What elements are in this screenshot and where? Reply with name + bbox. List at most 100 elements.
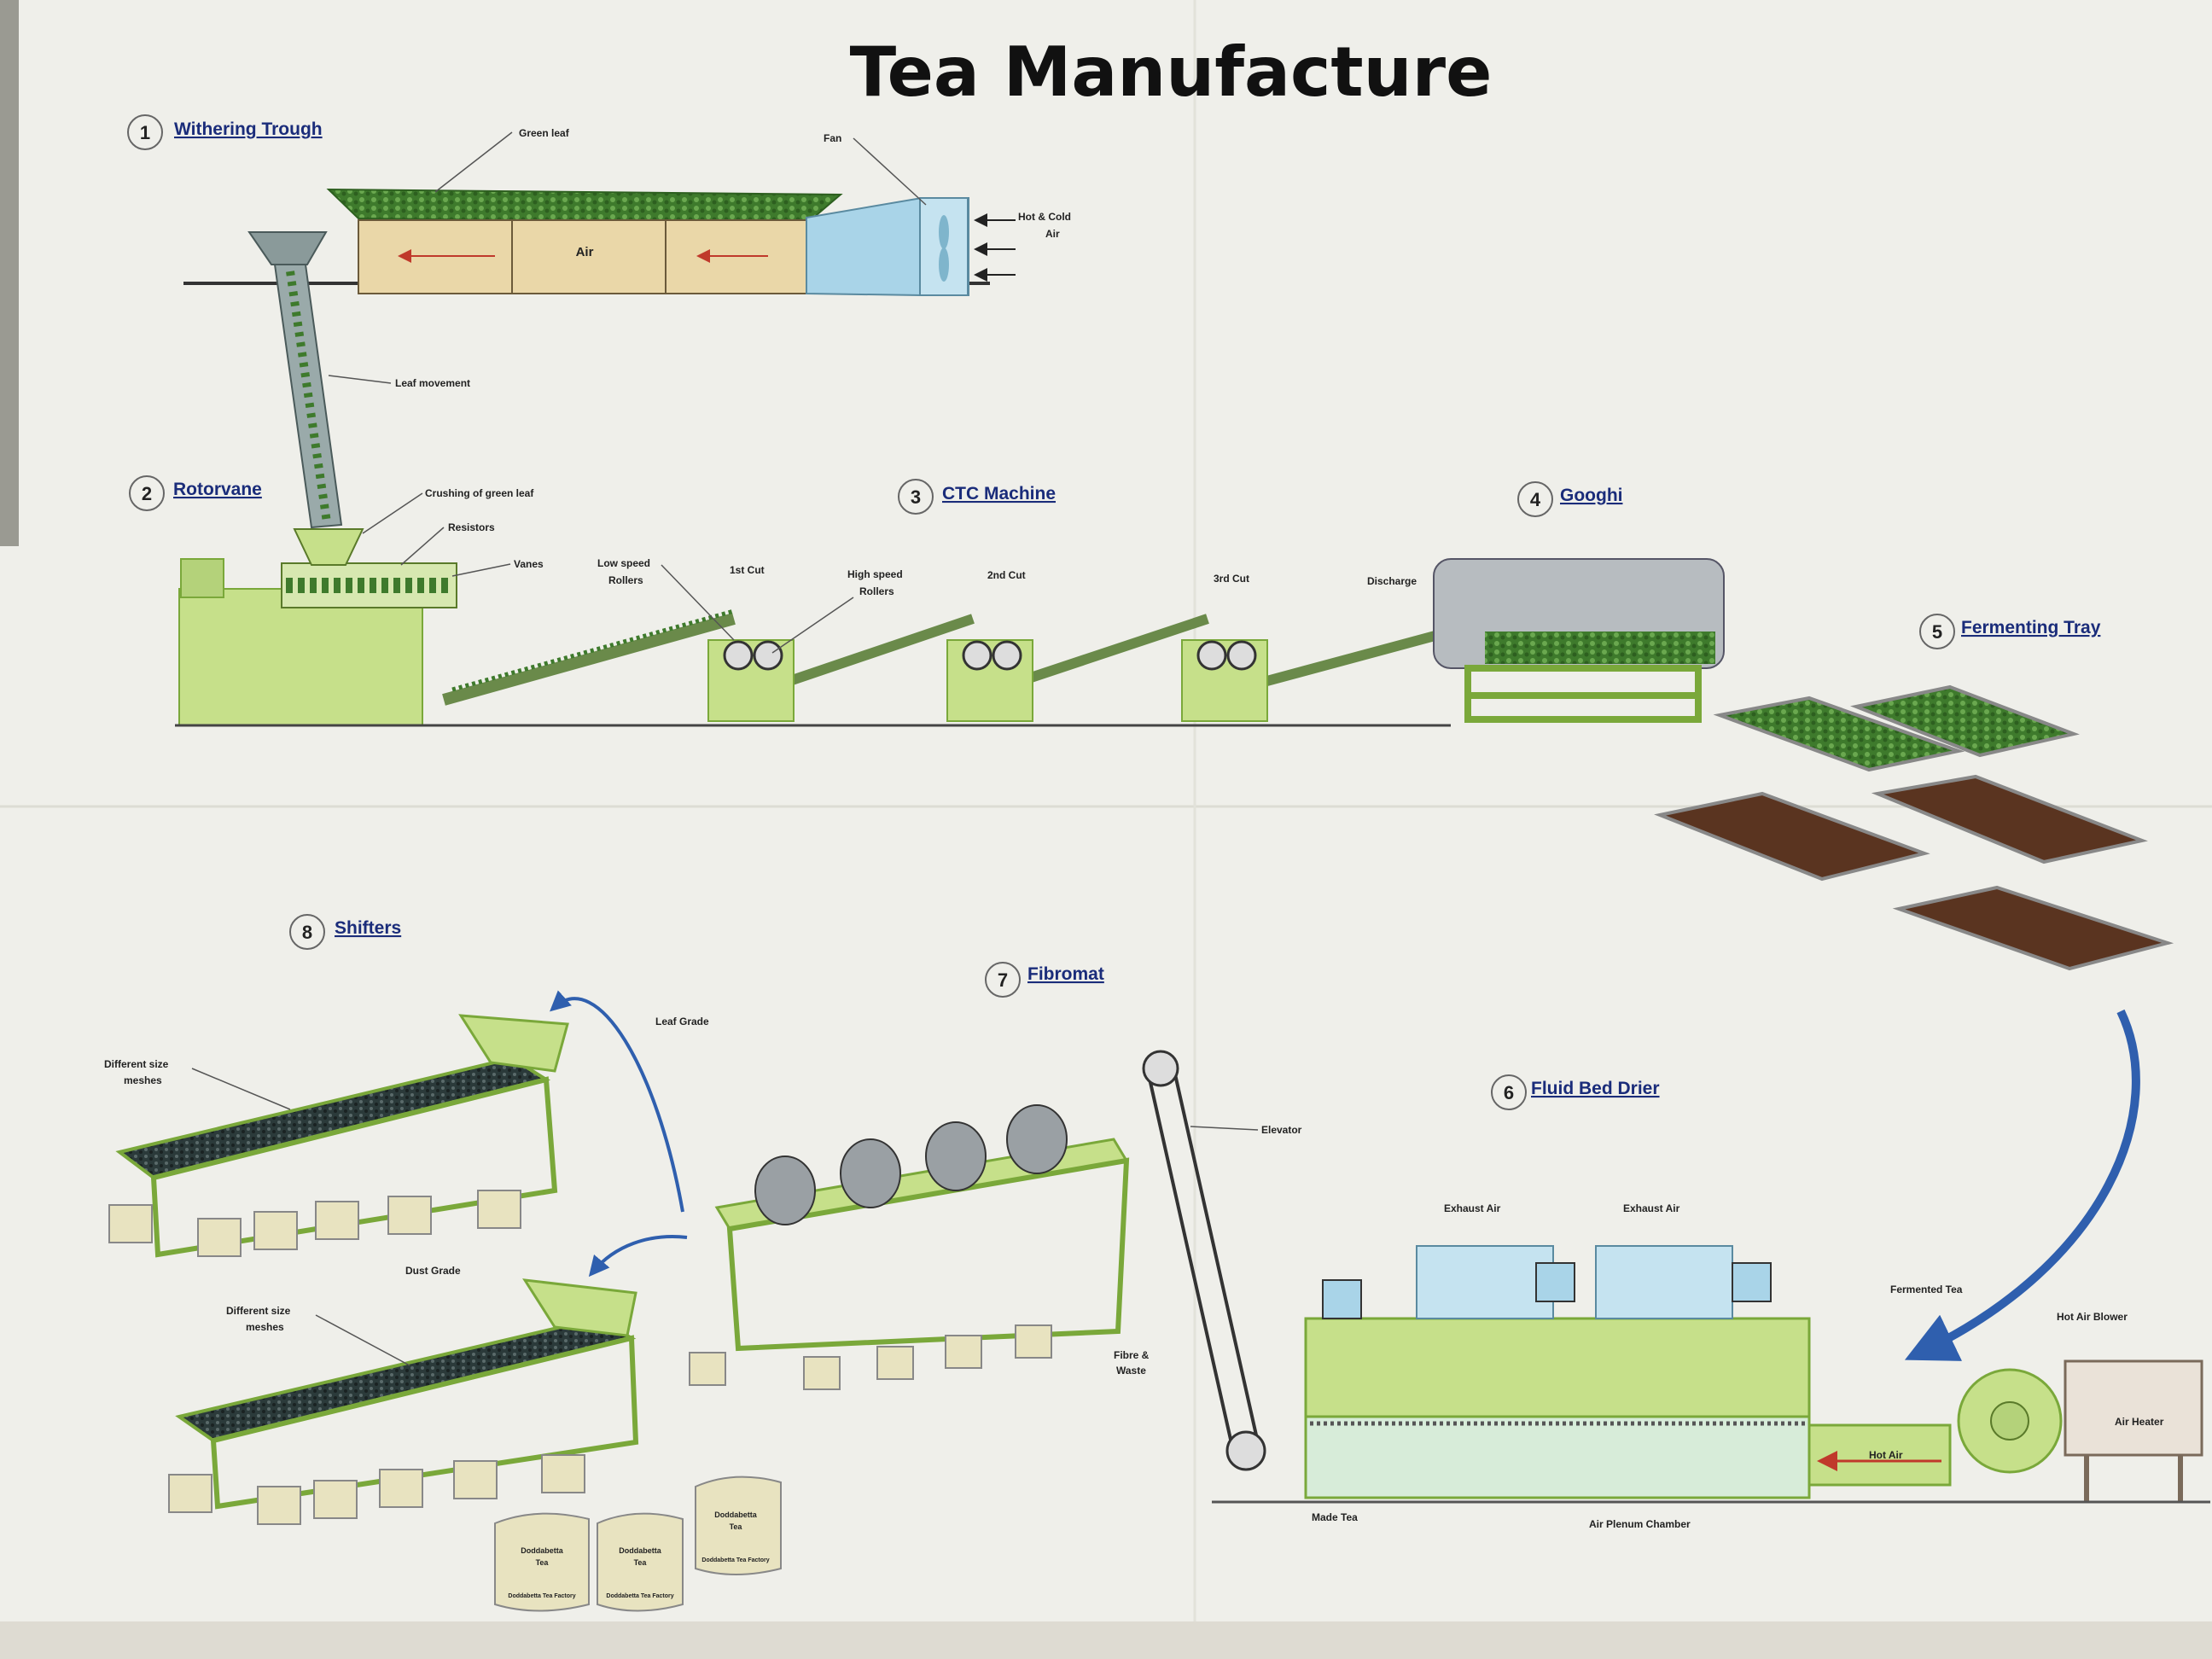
exhaust-fan [1322,1279,1362,1319]
collection-box [313,1480,358,1519]
tea-sack: Doddabetta Tea Doddabetta Tea Factory [494,1512,590,1612]
leader-line [451,563,511,577]
fermented-tea-label: Fermented Tea [1890,1284,1963,1295]
shifter-hopper-upper [458,1014,569,1073]
leader-line [191,1068,291,1110]
rotorvane-inlet [293,528,364,566]
tea-sacks: Doddabetta Tea Doddabetta Tea Factory Do… [494,1476,782,1612]
hot-air-label: Hot Air [1869,1449,1903,1461]
collection-box [803,1356,841,1390]
collection-box [541,1454,585,1493]
rotorvane-base [178,588,423,726]
section-number: 7 [998,969,1008,991]
tea-sack: Doddabetta Tea Doddabetta Tea Factory [597,1512,684,1612]
collection-box [876,1346,914,1380]
leader-line [400,527,445,566]
leader-line [362,492,423,534]
section-title: Fermenting Tray [1961,618,2101,637]
elevator-pulley [1142,1050,1179,1087]
second-cut-label: 2nd Cut [987,569,1026,581]
exhaust-unit-1 [1416,1245,1554,1319]
collection-box [453,1460,498,1499]
section-number-badge [1491,1074,1527,1110]
section-6-fluid-bed-drier: 6 Fluid Bed Drier Exhaust Air Exhaust Ai… [1212,1074,2210,1530]
collection-box [197,1218,242,1257]
section-title: Googhi [1560,486,1622,505]
fibromat-legs [726,1157,1130,1352]
section-3-ctc-machine: 3 CTC Machine Low speed Rollers 1st Cut … [442,479,1452,722]
googhi-leaf-layer [1485,632,1715,664]
hot-cold-air-label: Hot & Cold [1018,211,1071,223]
shifter-frame-lower [210,1335,639,1510]
collection-box [253,1211,298,1250]
exhaust-air-label: Exhaust Air [1623,1202,1680,1214]
hot-cold-air-label: Air [1045,228,1060,240]
section-title: Rotorvane [173,480,262,499]
section-number-badge [1517,481,1553,517]
hot-air-blower-label: Hot Air Blower [2057,1311,2128,1323]
blower-hub [1990,1401,2029,1441]
conveyor-2 [758,614,975,696]
crushing-label: Crushing of green leaf [425,487,534,499]
collection-box [387,1196,432,1235]
green-leaf-label: Green leaf [519,127,570,139]
sack-text: Doddabetta Tea Factory [508,1593,575,1599]
exhaust-fan [1732,1262,1772,1302]
section-title: Fibromat [1027,964,1104,984]
drier-bed [1304,1415,1811,1499]
section-title: Fluid Bed Drier [1531,1079,1660,1098]
exhaust-unit-2 [1595,1245,1733,1319]
mesh-label: Different size [226,1305,291,1317]
shifter-frame-upper [150,1076,558,1258]
elevator-belt [1146,1070,1235,1452]
section-7-fibromat: 7 Fibromat Elevator Fibre & Waste [689,962,1302,1471]
discharge-label: Discharge [1367,575,1417,587]
elevator-label: Elevator [1261,1124,1302,1136]
fermenting-tray-green [1850,684,2080,758]
section-4-googhi: 4 Googhi [1433,481,1725,723]
vanes-label: Vanes [514,558,544,570]
section-number-badge [1919,614,1955,649]
fibromat-roller [840,1138,901,1208]
leader-line [434,131,513,193]
roller [753,640,783,671]
section-number: 8 [302,922,312,943]
first-cut-label: 1st Cut [730,564,765,576]
collection-box [945,1335,982,1369]
elevator-pulley [1225,1430,1266,1471]
section-number-badge [129,475,165,511]
roller [992,640,1022,671]
leader-line [315,1314,410,1366]
section-title: CTC Machine [942,484,1056,504]
sack-text: Tea [634,1558,648,1567]
leader-line [853,137,927,206]
low-speed-label: Low speed [597,557,650,569]
sack-shape [494,1512,590,1612]
tea-sack: Doddabetta Tea Doddabetta Tea Factory [695,1476,782,1575]
leaf-hopper [247,231,328,265]
fibre-waste-label: Waste [1116,1365,1146,1377]
sack-text: Doddabetta Tea Factory [606,1593,673,1599]
sack-text: Tea [730,1522,743,1531]
fermenting-tray-green [1713,696,1965,772]
leader-line [771,597,854,654]
page-title: Tea Manufacture [850,32,1493,112]
section-number-badge [898,479,934,515]
roller [723,640,754,671]
fibromat-roller [1006,1104,1068,1174]
fibre-waste-label: Fibre & [1114,1349,1150,1361]
resistors-label: Resistors [448,521,495,533]
conveyor-1 [442,613,736,706]
roller [1226,640,1257,671]
collection-box [477,1190,521,1229]
fan-blade [939,215,949,249]
section-title: Shifters [335,918,401,938]
low-speed-label: Rollers [608,574,643,586]
fermenting-tray-brown [1892,885,2174,971]
leaf-movement-dots [286,271,331,523]
leader-line [661,564,735,641]
fermenting-tray-brown [1871,774,2148,864]
rotorvane-motor [180,558,224,598]
section-number: 3 [911,486,921,508]
